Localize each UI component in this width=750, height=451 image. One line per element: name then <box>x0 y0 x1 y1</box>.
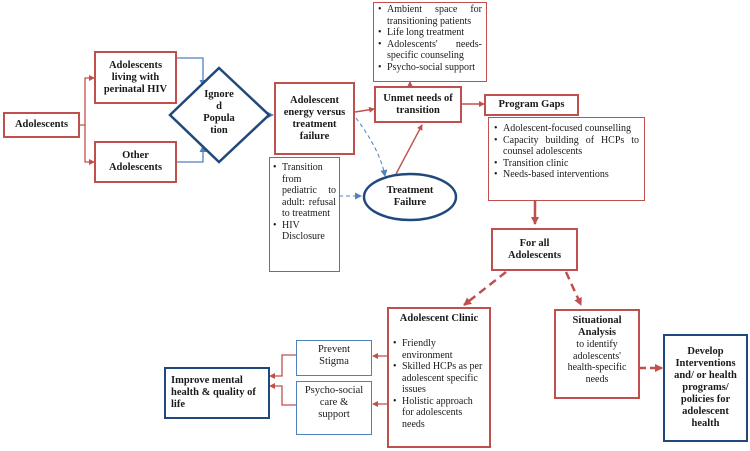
transition-list: Transition from pediatric to adult: refu… <box>269 157 340 272</box>
gap-item: Adolescent-focused counselling <box>494 123 639 135</box>
gap-item: Capacity building of HCPs to counsel ado… <box>494 135 639 158</box>
unmet-item: Ambient space for transitioning patients <box>378 4 482 27</box>
transition-item: HIV Disclosure <box>273 220 336 243</box>
psycho-social-box: Psycho-social care & support <box>296 381 372 435</box>
clinic-item: Friendly environment <box>393 338 485 361</box>
unmet-item: Adolescents' needs-specific counseling <box>378 39 482 62</box>
connector-adolescents-branch <box>80 75 95 165</box>
ignored-population-diamond <box>168 66 271 164</box>
connector-forall-situational <box>564 271 583 306</box>
situational-body: to identify adolescents' health-specific… <box>567 339 627 385</box>
unmet-item: Life long treatment <box>378 27 482 39</box>
improve-mental-health-box: Improve mental health & quality of life <box>164 367 270 419</box>
clinic-item: Skilled HCPs as per adolescent specific … <box>393 361 485 396</box>
unmet-needs-box: Unmet needs of transition <box>374 86 462 123</box>
energy-vs-failure-box: Adolescent energy versus treatment failu… <box>274 82 355 155</box>
other-adolescents-box: Other Adolescents <box>94 141 177 183</box>
connector-energy-failure <box>355 117 388 177</box>
connector-failure-unmet <box>395 124 423 175</box>
perinatal-hiv-box: Adolescents living with perinatal HIV <box>94 51 177 104</box>
situational-analysis-box: Situational Analysis to identify adolesc… <box>554 309 640 399</box>
connector-forall-clinic <box>463 271 507 306</box>
adolescent-clinic-box: Adolescent Clinic Friendly environment S… <box>387 307 491 448</box>
adolescents-box: Adolescents <box>3 112 80 138</box>
gap-item: Needs-based interventions <box>494 169 639 181</box>
ignored-line-2: d <box>216 101 222 112</box>
treatment-failure-label: Treatment Failure <box>386 185 434 208</box>
situational-title: Situational Analysis <box>572 315 622 338</box>
connector-to-ignored <box>177 57 207 163</box>
unmet-needs-list: Ambient space for transitioning patients… <box>373 2 487 82</box>
for-all-adolescents-box: For all Adolescents <box>491 228 578 271</box>
transition-item: Transition from pediatric to adult: refu… <box>273 162 336 220</box>
clinic-item: Holistic approach for adolescents needs <box>393 396 485 431</box>
program-gaps-box: Program Gaps <box>484 94 579 116</box>
prevent-stigma-box: Prevent Stigma <box>296 340 372 376</box>
adolescent-clinic-title: Adolescent Clinic <box>399 313 479 324</box>
develop-interventions-box: Develop Interventions and/ or health pro… <box>663 334 748 442</box>
ignored-population-label: Ignore d Popula tion <box>188 89 250 137</box>
ignored-line-4: tion <box>210 125 228 136</box>
ignored-line-1: Ignore <box>204 89 234 100</box>
treatment-failure-ellipse <box>362 172 458 222</box>
program-gaps-list: Adolescent-focused counselling Capacity … <box>488 117 645 201</box>
gap-item: Transition clinic <box>494 158 639 170</box>
connector-energy-unmet <box>354 106 375 113</box>
connector-to-mental <box>269 354 296 406</box>
ignored-line-3: Popula <box>203 113 235 124</box>
unmet-item: Psycho-social support <box>378 62 482 74</box>
